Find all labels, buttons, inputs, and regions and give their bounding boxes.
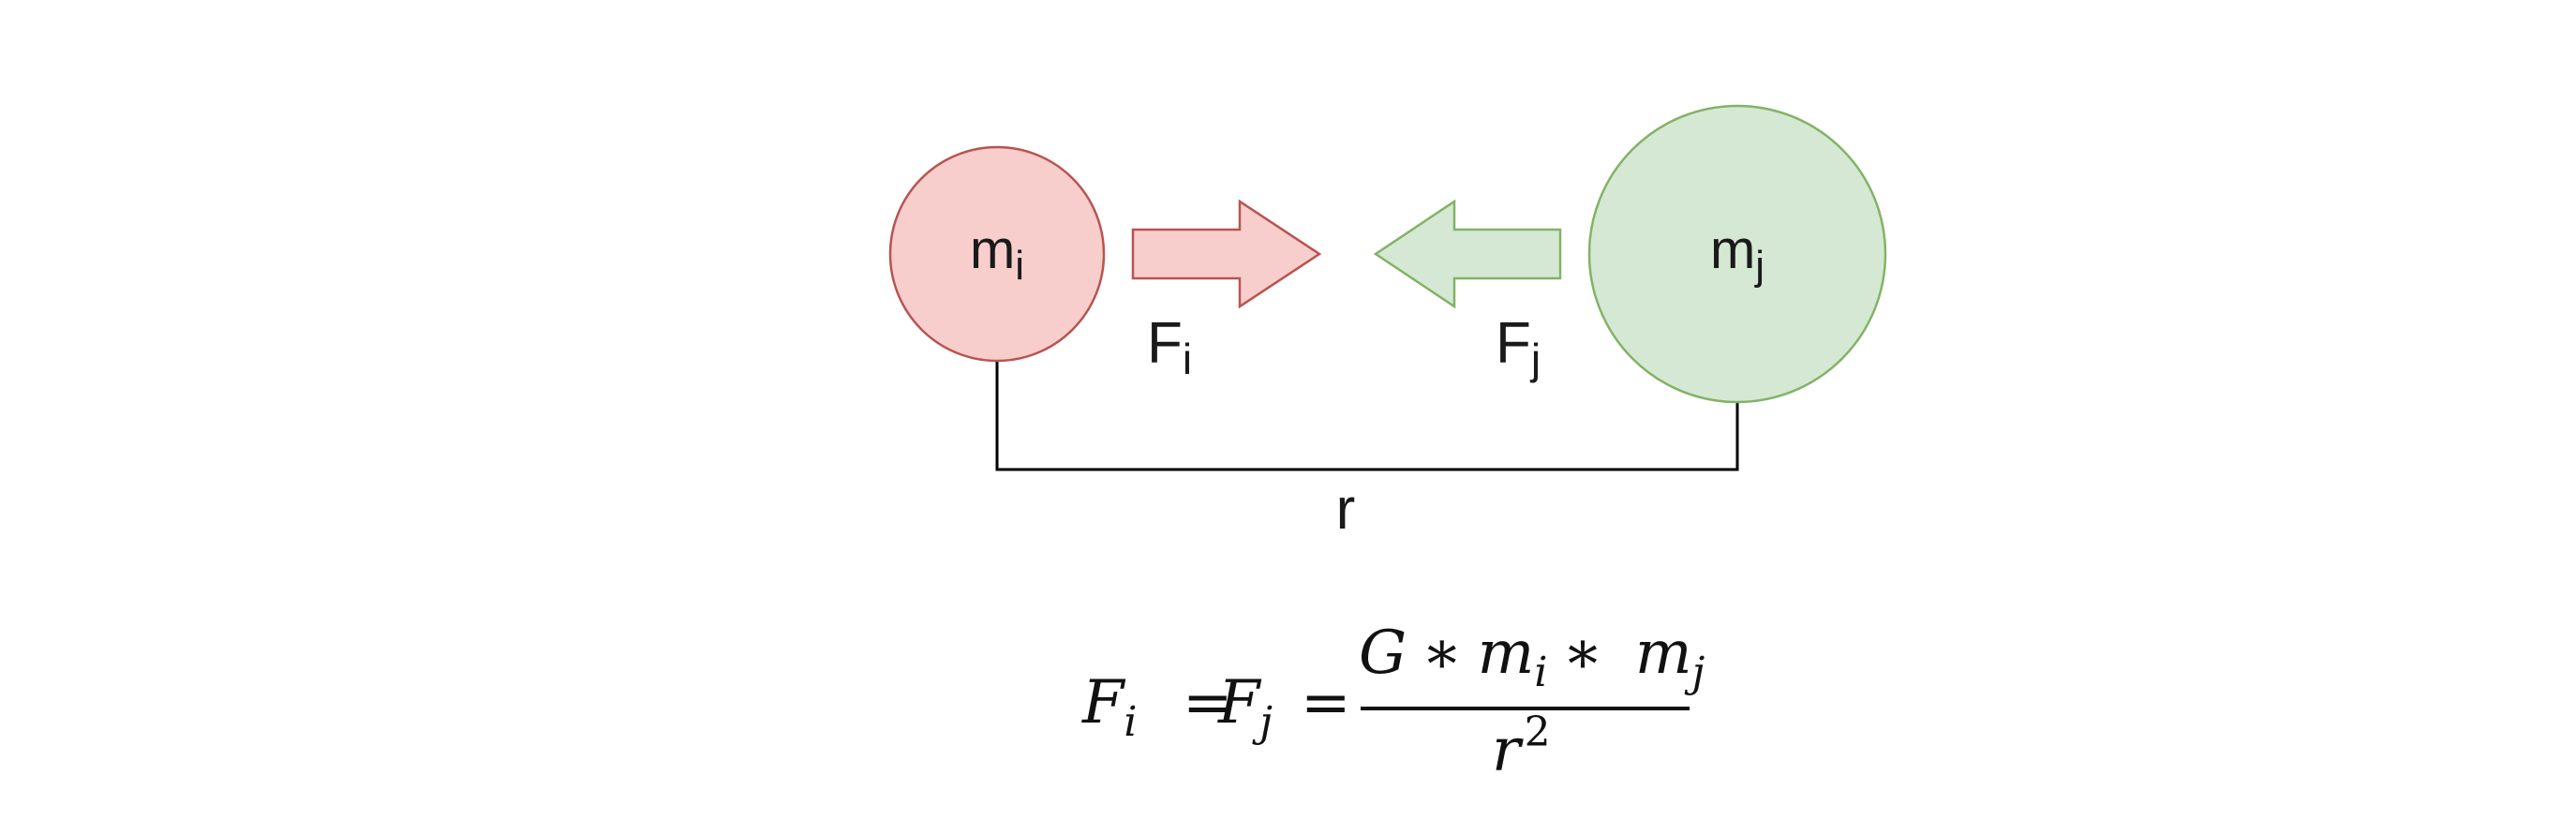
formula-force-i: Fi (1081, 668, 1137, 746)
formula-equals-1: = (1183, 668, 1233, 738)
force-i-label: Fi (1147, 311, 1192, 383)
formula-force-j: Fj (1217, 668, 1273, 746)
formula-numerator: G∗mi∗mj (1359, 619, 1705, 696)
force-j-arrow (1373, 199, 1562, 309)
force-j-label: Fj (1496, 311, 1541, 383)
mass-j-circle (1587, 104, 1887, 404)
mass-j-label: mj (1710, 219, 1764, 289)
formula-denominator: r2 (1492, 708, 1551, 785)
distance-connector (995, 360, 1739, 471)
gravitation-formula: Fi = Fj = G∗mi∗mj r2 (1081, 619, 1705, 785)
force-i-arrow (1131, 199, 1322, 309)
formula-gravity-constant: G (1359, 619, 1407, 688)
mass-i-circle (888, 145, 1106, 363)
distance-label: r (1336, 477, 1356, 542)
formula-equals-2: = (1301, 668, 1351, 738)
mass-i-label: mi (970, 219, 1024, 289)
